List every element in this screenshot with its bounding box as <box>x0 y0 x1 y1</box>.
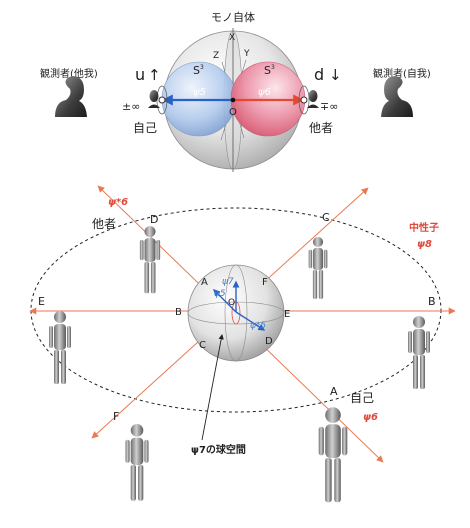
u-arrow: ↑ <box>148 66 161 84</box>
bottom-origin-label: O <box>228 298 235 308</box>
top-origin-label: O <box>229 107 237 118</box>
axis-z-label: Z <box>213 51 219 61</box>
origin-dot <box>230 97 236 103</box>
point-d-top: D <box>150 213 158 226</box>
figure-b-right <box>408 316 430 389</box>
left-infinity: ±∞ <box>122 100 140 113</box>
axis-y-label: Y <box>243 49 250 59</box>
inner-d-label: D <box>265 336 273 347</box>
point-c-top: C <box>322 211 330 224</box>
top-figure: モノ自体 X Y Z S3 S3 ψ5 ψ6 O u ↑ d ↓ ±∞ ∓∞ 自… <box>40 10 431 172</box>
figure-d-top <box>139 226 161 294</box>
psi-star6-label: ψ*6 <box>108 197 128 208</box>
small-head-left <box>148 90 160 108</box>
observer-head-right <box>381 76 413 117</box>
point-a-bottom: A <box>330 385 338 398</box>
psi5-label: ψ5 <box>214 289 226 299</box>
bottom-self-label: 自己 <box>350 391 374 405</box>
caption-label: ψ7の球空間 <box>191 443 246 456</box>
right-infinity: ∓∞ <box>320 100 338 113</box>
top-title: モノ自体 <box>211 10 255 24</box>
observer-right-label: 観測者(自我) <box>373 67 431 80</box>
inner-c-label: C <box>199 340 206 351</box>
right-pole-dot <box>300 96 308 104</box>
psi-right-label: ψ6 <box>258 87 271 98</box>
center-meridian <box>224 264 248 362</box>
psi-star5-arrow <box>235 311 266 331</box>
point-f-bottom: F <box>113 410 119 423</box>
u-label: u <box>135 65 145 84</box>
sphere-right-label: S3 <box>264 64 275 77</box>
right-pole-ring <box>298 85 310 115</box>
sphere-left-label: S3 <box>193 64 204 77</box>
observer-left-label: 観測者(他我) <box>40 67 98 80</box>
left-pole-dot <box>158 96 166 104</box>
point-e-left: E <box>38 295 45 308</box>
caption-pointer-line <box>201 333 224 441</box>
psi5-arrow <box>213 289 237 313</box>
psi-left-label: ψ5 <box>193 87 206 98</box>
psi6-label: ψ6 <box>363 412 378 423</box>
neutral-label: 中性子 <box>409 221 439 234</box>
psi7-label: ψ7 <box>222 277 234 287</box>
inner-f-label: F <box>262 277 268 288</box>
inner-b-label: B <box>175 307 182 318</box>
bottom-figure: ψ7 ψ5 ψ*5 O A F B E C D D C E B F A ψ*6 … <box>29 185 456 503</box>
figure-c-top <box>308 236 328 299</box>
axis-x-label: X <box>229 33 235 43</box>
observer-head-left <box>55 76 87 117</box>
neutral-psi-label: ψ8 <box>417 239 432 250</box>
top-self-label: 自己 <box>133 121 157 135</box>
inner-a-label: A <box>201 277 208 288</box>
top-other-label: 他者 <box>309 121 333 135</box>
figure-a-bottom <box>318 407 348 503</box>
small-head-right <box>307 90 319 108</box>
d-arrow: ↓ <box>329 66 342 84</box>
figure-f-bottom <box>125 424 149 501</box>
figure-e-left <box>49 311 71 384</box>
inner-e-label: E <box>284 309 290 320</box>
psi-star5-label: ψ*5 <box>250 321 266 331</box>
bottom-other-label: 他者 <box>92 217 116 231</box>
d-label: d <box>314 65 324 84</box>
point-b-right: B <box>428 295 436 308</box>
